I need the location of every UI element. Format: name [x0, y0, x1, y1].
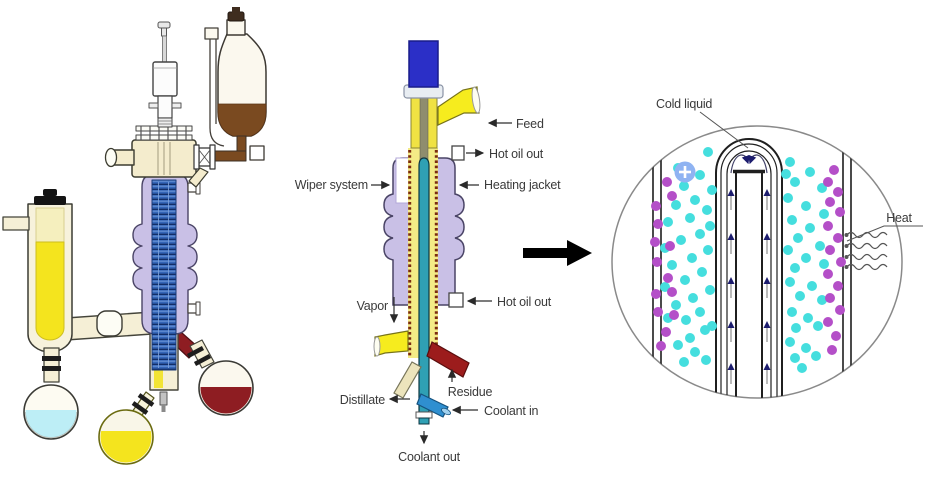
flask-stopper — [227, 11, 245, 22]
cold-liquid-leader — [699, 111, 749, 149]
joint-band — [137, 393, 155, 407]
coolant-out-connector — [415, 411, 433, 419]
joint-band — [131, 401, 149, 415]
vapor-molecules-magenta — [650, 165, 846, 355]
cold-trap-cap — [34, 196, 66, 205]
cold-trap-left-port — [2, 216, 30, 231]
label-heating-jacket: Heating jacket — [484, 178, 561, 192]
red-flask-liquid — [200, 387, 252, 414]
drive-motor — [408, 40, 439, 88]
coolant-in-opening — [441, 407, 451, 416]
joint-band — [42, 366, 61, 371]
molecular-view: Cold liquid Heat — [611, 97, 923, 399]
jacket-port-cap — [195, 301, 201, 316]
flange-plate — [135, 134, 193, 141]
plus-icon — [674, 161, 696, 183]
condenser-finger — [715, 138, 783, 398]
cyan-flask-liquid — [25, 410, 77, 438]
clamp-cross — [198, 149, 211, 165]
hot-oil-port-bottom — [448, 292, 464, 308]
vacuum-nozzle — [159, 391, 168, 406]
jacket-tube-top — [204, 27, 219, 40]
condenser-coil — [151, 179, 177, 371]
flask-stem — [236, 135, 247, 153]
flask-jacket-tube — [209, 38, 225, 147]
label-hot-oil-out-bottom: Hot oil out — [497, 295, 552, 309]
stirrer-knob-stem — [161, 27, 167, 37]
joint-band — [186, 346, 205, 358]
glassware-illustration — [2, 7, 267, 465]
right-white-port — [249, 145, 265, 161]
coolant-in-tube — [416, 393, 449, 418]
condenser-tube — [418, 157, 430, 414]
stirrer-shaft — [162, 35, 167, 63]
clamp-flange — [209, 144, 216, 170]
stirrer-motor — [152, 61, 178, 97]
flange-bolts — [140, 126, 187, 140]
rotor-shaft — [419, 95, 429, 161]
label-wiper-system: Wiper system — [295, 178, 368, 192]
brown-flask-liquid — [217, 103, 267, 137]
label-arrows — [371, 118, 512, 445]
vapor-molecules-cyan — [660, 147, 829, 373]
joint-band — [42, 356, 61, 361]
label-cold-liquid: Cold liquid — [656, 97, 712, 111]
cold-trap-neck — [43, 347, 60, 383]
feed-port — [437, 86, 480, 126]
head-left-arm-cap — [104, 147, 118, 168]
process-zoom-arrow-icon — [523, 240, 592, 266]
evaporator-schematic: Feed Hot oil out Wiper system Heating ja… — [295, 40, 561, 464]
magnifier-circle — [611, 125, 903, 399]
coupling-pin — [148, 102, 159, 109]
label-residue: Residue — [448, 385, 493, 399]
label-distillate: Distillate — [340, 393, 385, 407]
cold-trap-inner-top — [35, 207, 65, 245]
nozzle-tip — [161, 405, 166, 412]
liquid-line — [25, 411, 77, 438]
distillate-tube — [393, 361, 422, 399]
heat-leader — [846, 225, 923, 242]
label-heat: Heat — [886, 211, 912, 225]
brown-elbow-tube — [211, 150, 247, 162]
feed-port-opening — [471, 86, 481, 114]
label-coolant-in: Coolant in — [484, 404, 539, 418]
joint-band — [193, 354, 212, 366]
cold-trap-liquid — [35, 241, 65, 341]
label-vapor: Vapor — [357, 299, 388, 313]
taper-joint — [96, 310, 123, 337]
stirrer-knob — [157, 21, 171, 29]
hot-oil-port-top — [451, 145, 465, 161]
clamp-down-tube — [188, 167, 209, 188]
vapor-outlet — [374, 330, 409, 357]
coupling-pin — [171, 102, 182, 109]
yellow-flask-liquid — [100, 431, 152, 463]
flask-stopper-knob — [232, 7, 240, 13]
up-flow-arrows — [727, 189, 771, 384]
coolant-out-stub — [418, 417, 430, 425]
clamp-flange — [193, 144, 200, 170]
label-feed: Feed — [516, 117, 544, 131]
brown-flask-neck — [226, 19, 246, 36]
ribbed-joint — [157, 117, 173, 128]
label-coolant-out: Coolant out — [398, 450, 460, 464]
cold-liquid-inlet-arrows — [730, 154, 768, 174]
residue-tube — [426, 341, 470, 378]
vapor-outlet-opening — [373, 336, 381, 357]
label-hot-oil-out-top: Hot oil out — [489, 147, 544, 161]
stirrer-coupling — [157, 95, 173, 119]
cold-trap-cap-knob — [43, 189, 57, 196]
